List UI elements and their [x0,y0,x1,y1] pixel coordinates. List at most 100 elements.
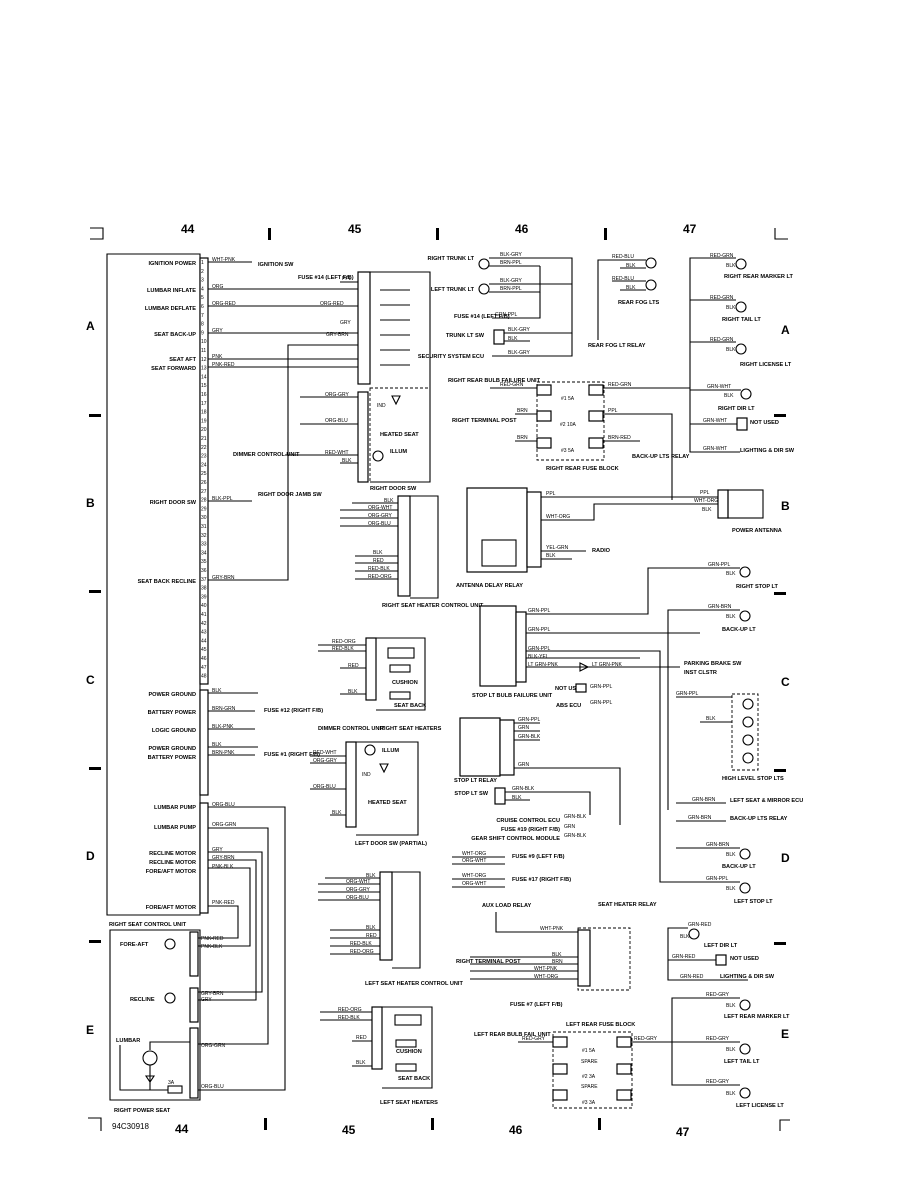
connector-pin-number: 29 [201,506,207,512]
fore-aft-motor-icon [164,938,176,950]
lshc-wires [318,877,380,955]
row-tick [89,767,101,770]
illum-bulb-icon [372,450,384,462]
rds-heater-wires [285,396,358,464]
wire-recline [198,851,263,993]
wlbl: RED-GRN [608,382,632,388]
lbl-recline-motor: RECLINE MOTOR [149,851,196,857]
hl-stop-box [731,693,759,771]
tick-mark [268,228,271,240]
wlbl: WHT-ORG [462,873,486,879]
wlbl: PNK-RED [212,900,235,906]
w-pnk-red: PNK-RED [201,936,224,942]
connector-pin-number: 16 [201,392,207,398]
rrfb-pin [536,410,552,422]
connector-pin-number: 8 [201,322,204,328]
wlbl: BRN [517,408,528,414]
right-dir-lights: GRN-WHT BLK GRN-WHT GRN-WHT RIGHT DIR LT… [689,384,795,454]
lbl-backup-relay-2: BACK-UP LTS RELAY [730,816,788,822]
wlbl: BRN-GRN [212,706,236,712]
connector-pin-number: 21 [201,436,207,442]
right-stop-backup: GRN-PPL BLK GRN-BRN BLK RIGHT STOP LT BA… [648,562,803,905]
rps-conn-2 [189,987,199,1023]
wlbl: GRY [212,847,223,853]
slbf-title: STOP LT BULB FAILURE UNIT [472,693,553,699]
wlbl: BLK [726,886,736,892]
wlbl: RED-GRN [500,382,524,388]
row-c-left: C [86,673,95,687]
wlbl: BRN-PPL [500,286,522,292]
wlbl: BLK [626,263,636,269]
wlbl: GRN [518,725,530,731]
wlbl: LT GRN-PNK [592,662,622,668]
lbl-lr-bulb-fail: LEFT REAR BULB FAIL UNIT [474,1032,551,1038]
lbl-aux-load: AUX LOAD RELAY [482,903,531,909]
col-46-bottom: 46 [509,1123,523,1137]
row-b-right: B [781,499,790,513]
lbl-inst-clstr: INST CLSTR [684,670,717,676]
row-a-left: A [86,319,95,333]
connector-pin-number: 31 [201,524,207,530]
wlbl: ORG-GRY [313,758,337,764]
backup-relay-wires [676,802,726,822]
shr-wires [470,912,578,980]
wlbl: BLK [552,952,562,958]
wlbl: PPL [608,408,618,414]
wlbl: LT GRN-PNK [528,662,558,668]
rrfb-pin [588,410,604,422]
shr-conn [577,929,591,987]
col-45-bottom: 45 [342,1123,356,1137]
wlbl: GRN-PPL [708,562,730,568]
wlbl: BLK [384,498,394,504]
lbl-ignition-sw: IGNITION SW [258,262,294,268]
left-rear-fuse-block: #1 5A SPARE #2 3A SPARE #3 3A RED-GRY RE… [474,1022,672,1109]
lbl-left-license: LEFT LICENSE LT [736,1103,784,1109]
lbl-security: SECURITY SYSTEM ECU [418,354,484,360]
lbl-spare: SPARE [581,1059,598,1065]
wlbl: ORG-GRY [346,887,370,893]
lbl-left-dir: LEFT DIR LT [704,943,738,949]
hl-bulb-icon [742,752,754,764]
wlbl: WHT-PNK [534,966,558,972]
wlbl: BLK [332,810,342,816]
lbl-abs-ecu: ABS ECU [556,703,581,709]
wlbl: GRN [564,824,576,830]
corner-mark [88,1117,102,1131]
lbl-recline: RECLINE [130,997,155,1003]
lrfb-pin [616,1089,632,1101]
left-door-sw: ILLUM IND HEATED SEAT DIMMER CONTROL UNI… [310,726,427,847]
connector-pin-number: 47 [201,665,207,671]
wire-fore-aft-2 [198,905,239,939]
lbl-ind-2: IND [362,772,371,778]
not-used-box [715,954,727,966]
wlbl: BLK-YEL [528,654,549,660]
lbl-logic-ground: LOGIC GROUND [152,728,196,734]
wlbl: BLK [342,458,352,464]
wlbl: RED [348,663,359,669]
wlbl: BLK [726,347,736,353]
wlbl: RED-GRN [710,337,734,343]
lbl-illum: ILLUM [390,449,407,455]
wire-lumbar-pump-2 [198,827,269,1045]
lbl-battery-power: BATTERY POWER [148,710,196,716]
tick-mark [264,1118,267,1130]
connector-pin-number: 20 [201,427,207,433]
wlbl: GRY [340,320,351,326]
connector-pin-number: 44 [201,638,207,644]
connector-pin-number: 34 [201,550,207,556]
fog-wires [597,259,646,340]
wlbl: YEL-GRN [546,545,569,551]
connector-pin-number: 12 [201,357,207,363]
row-d-left: D [86,849,95,863]
row-tick [774,414,786,417]
connector-pin-number: 11 [201,348,206,354]
lbl-cushion-2: CUSHION [396,1049,422,1055]
rscu-title: RIGHT SEAT CONTROL UNIT [109,922,187,928]
wlbl: GRN-PPL [676,691,698,697]
wlbl: BLK [373,550,383,556]
wlbl: GRN-PPL [590,684,612,690]
wlbl: GRN-BLK [512,786,535,792]
wlbl: BLK-PNK [212,724,234,730]
lbl-fuse12: FUSE #12 (RIGHT F/B) [264,708,323,714]
fuse14-wire [492,292,541,319]
